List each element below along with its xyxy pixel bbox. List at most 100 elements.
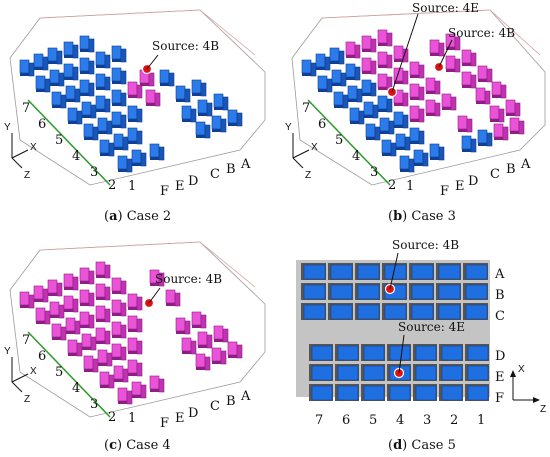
seat	[467, 345, 489, 361]
svg-text:6: 6	[342, 413, 350, 428]
seat	[363, 345, 385, 361]
svg-text:2: 2	[450, 413, 458, 428]
svg-text:X: X	[311, 142, 318, 153]
svg-text:B: B	[495, 288, 505, 303]
seat	[441, 385, 463, 401]
column-labels: F E D C B A	[440, 157, 531, 199]
svg-text:A: A	[494, 267, 505, 282]
axes-triad: X Z	[510, 364, 546, 415]
seat	[384, 304, 407, 320]
svg-text:4: 4	[72, 381, 80, 396]
seat	[330, 264, 353, 280]
panel-b: Source: 4E Source: 4B 7 6 5 4 3 2 1 F E …	[285, 1, 546, 224]
seat	[363, 385, 385, 401]
caption-c: (c) Case 4	[104, 438, 171, 453]
svg-text:E: E	[175, 179, 185, 194]
svg-text:7: 7	[22, 101, 30, 116]
svg-text:D: D	[188, 406, 198, 421]
svg-text:7: 7	[315, 413, 323, 428]
svg-text:A: A	[520, 157, 531, 172]
seat	[465, 304, 488, 320]
seat	[303, 264, 326, 280]
column-labels: F E D C B A	[160, 157, 251, 199]
source-label: Source: 4B	[155, 272, 222, 286]
caption-d: (d) Case 5	[388, 438, 456, 453]
svg-text:Z: Z	[305, 170, 311, 181]
svg-text:E: E	[455, 179, 465, 194]
svg-text:C: C	[210, 399, 220, 414]
svg-text:4: 4	[396, 413, 404, 428]
svg-text:E: E	[175, 411, 185, 426]
seat	[303, 304, 326, 320]
seat	[337, 365, 359, 381]
seat	[389, 385, 411, 401]
svg-text:D: D	[188, 174, 198, 189]
panel-a: Source: 4B 7 6 5 4 3 2 1 F E D C B A Y X…	[4, 9, 266, 224]
source-label-4e: Source: 4E	[412, 1, 479, 15]
source-label-4b: Source: 4B	[392, 238, 459, 252]
svg-text:5: 5	[335, 133, 343, 148]
seat	[363, 365, 385, 381]
seat	[337, 385, 359, 401]
svg-text:F: F	[440, 184, 449, 199]
seat	[389, 345, 411, 361]
seat	[441, 365, 463, 381]
svg-text:6: 6	[318, 117, 326, 132]
seat	[415, 385, 437, 401]
svg-text:4: 4	[352, 149, 360, 164]
source-label-4b: Source: 4B	[448, 26, 515, 40]
seat-grid-abc	[301, 263, 488, 320]
seat	[415, 345, 437, 361]
caption-a: (a) Case 2	[104, 209, 171, 224]
seat	[438, 304, 461, 320]
axes-triad: Y X Z	[4, 346, 37, 405]
seat	[357, 304, 380, 320]
svg-text:D: D	[468, 174, 478, 189]
svg-text:2: 2	[388, 178, 396, 193]
row-labels: 7 6 5 4 3 2 1	[22, 333, 136, 426]
seat	[311, 365, 333, 381]
seat	[441, 345, 463, 361]
svg-text:3: 3	[423, 413, 431, 428]
seat	[330, 284, 353, 300]
seat	[311, 345, 333, 361]
seat	[311, 385, 333, 401]
floor-edge	[27, 99, 111, 186]
svg-text:3: 3	[370, 165, 378, 180]
seat	[357, 264, 380, 280]
seat	[465, 264, 488, 280]
svg-text:7: 7	[302, 101, 310, 116]
panel-d: Source: 4B Source: 4E A B C D E F 7 6 5 …	[296, 238, 546, 453]
svg-text:1: 1	[128, 411, 136, 426]
source-label: Source: 4B	[152, 39, 219, 53]
row-labels: 7 6 5 4 3 2 1	[315, 413, 485, 428]
seat-block-blue	[301, 47, 493, 173]
seat	[415, 365, 437, 381]
svg-text:3: 3	[90, 397, 98, 412]
svg-text:4: 4	[72, 149, 80, 164]
seat	[337, 345, 359, 361]
svg-text:1: 1	[128, 179, 136, 194]
column-labels: F E D C B A	[160, 389, 251, 431]
seat	[303, 284, 326, 300]
seat	[438, 284, 461, 300]
row-labels: 7 6 5 4 3 2 1	[22, 101, 136, 194]
svg-text:2: 2	[108, 178, 116, 193]
svg-text:E: E	[495, 370, 505, 385]
seat	[467, 385, 489, 401]
svg-text:Y: Y	[4, 346, 11, 357]
svg-text:C: C	[490, 167, 500, 182]
svg-text:D: D	[495, 349, 505, 364]
seat-block-magenta	[127, 69, 161, 107]
svg-text:X: X	[518, 364, 525, 375]
seat	[330, 304, 353, 320]
svg-text:1: 1	[406, 179, 414, 194]
seat	[411, 304, 434, 320]
svg-text:1: 1	[477, 413, 485, 428]
svg-text:B: B	[506, 162, 516, 177]
seat-block-blue	[19, 35, 243, 173]
svg-text:C: C	[495, 309, 505, 324]
svg-text:5: 5	[369, 413, 377, 428]
svg-text:A: A	[240, 389, 251, 404]
